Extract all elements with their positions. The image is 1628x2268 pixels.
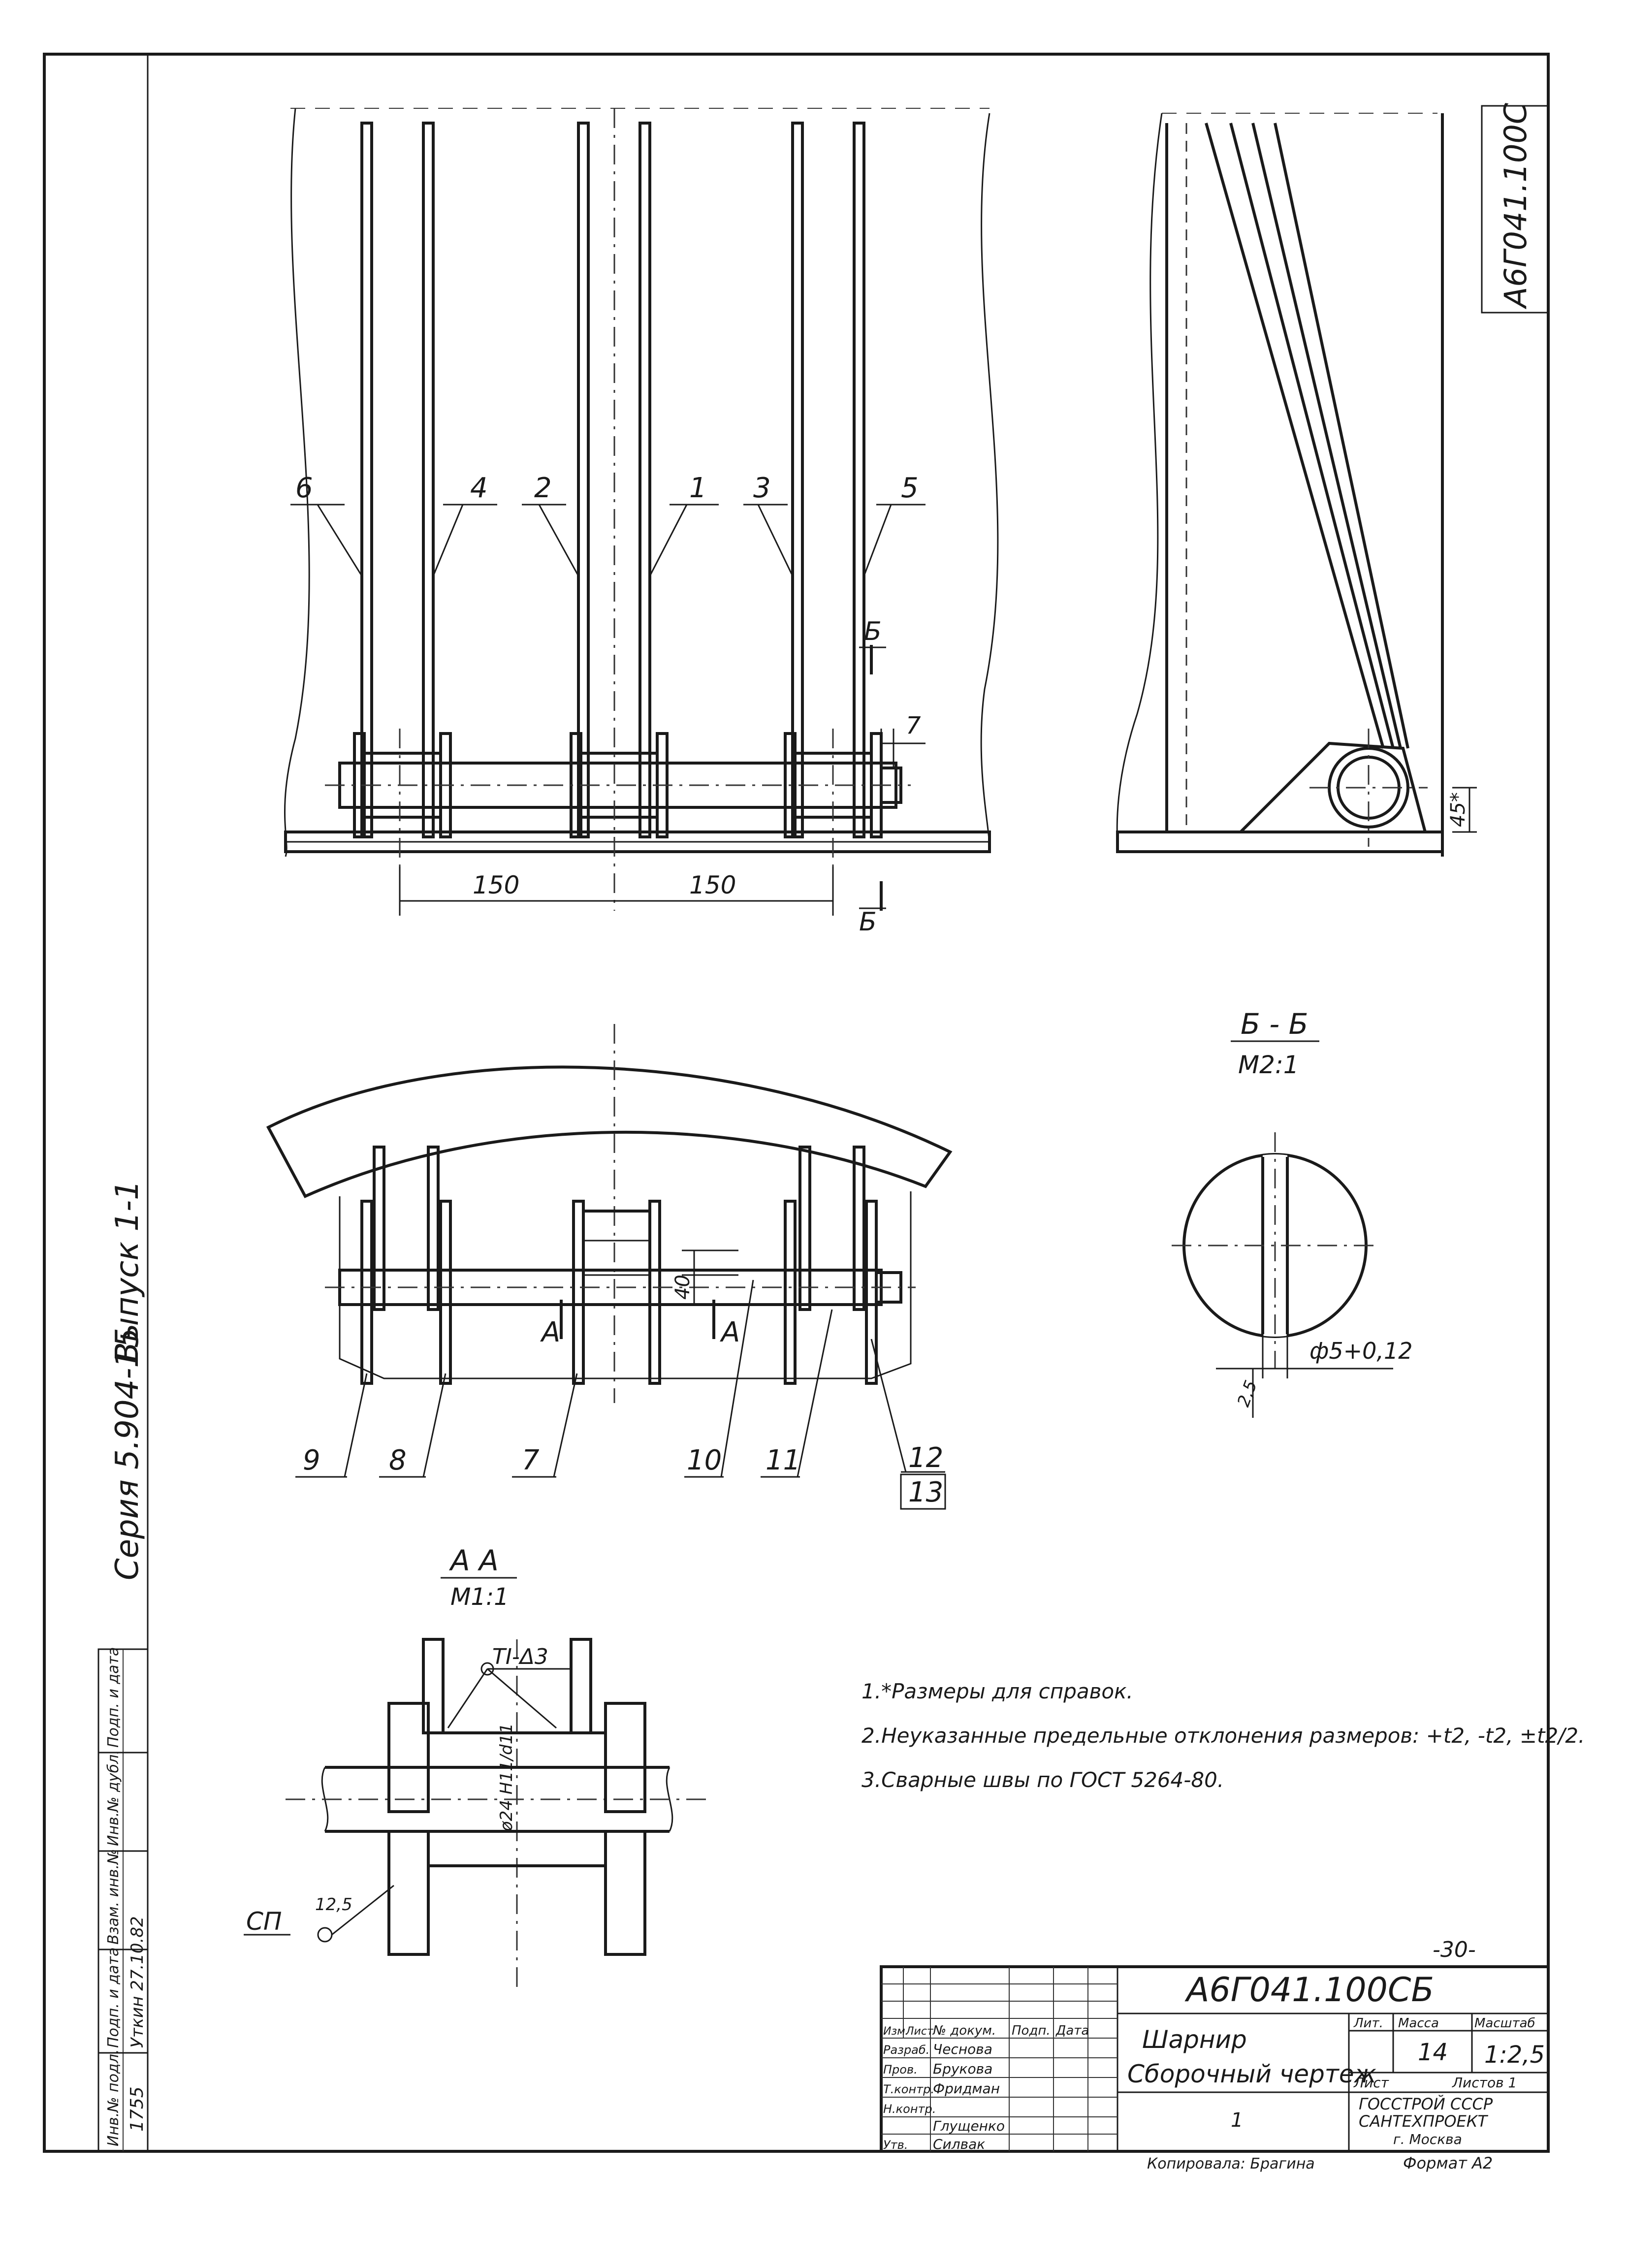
callout-13: 13 [908, 1476, 943, 1508]
tb-col-date: Дата [1055, 2023, 1089, 2038]
section-bb: Б - Б М2:1 ф5+0,12 2,5 [1172, 1007, 1413, 1418]
section-mark-b-top: Б [864, 617, 882, 646]
section-aa: А А М1:1 ТI-Δ3 ø24 H11/d11 СП 12,5 [244, 1544, 709, 1994]
tb-mass-header: Масса [1398, 2016, 1439, 2031]
tb-person-2: Брукова [933, 2061, 992, 2077]
tb-org-2: САНТЕХПРОЕКТ [1359, 2112, 1488, 2131]
callout-4: 4 [470, 472, 488, 504]
section-mark-b-bottom: Б [859, 907, 877, 937]
callout-1: 1 [689, 472, 707, 504]
dim-45: 45* [1447, 792, 1469, 827]
page-number: -30- [1433, 1937, 1476, 1962]
section-mark-a-left: А [540, 1316, 560, 1348]
dim-40: 40 [671, 1275, 694, 1300]
tb-role-2: Пров. [883, 2063, 918, 2076]
callout-10: 10 [687, 1444, 722, 1476]
fit-mark: ø24 H11/d11 [497, 1723, 516, 1832]
stamp-inv-orig: Инв.№ подл. [105, 2049, 122, 2146]
sheet-frame [43, 53, 1550, 2153]
dim-7: 7 [906, 712, 921, 739]
weld-mark: ТI-Δ3 [492, 1644, 548, 1669]
tb-org-1: ГОССТРОЙ СССР [1359, 2095, 1493, 2113]
callout-9: 9 [303, 1444, 320, 1476]
doc-code-vertical: А6Г041.100С [1498, 102, 1533, 310]
tb-mass-value: 14 [1418, 2039, 1448, 2066]
stamp-instead-inv: Взам. инв.№ [105, 1849, 122, 1945]
side-view: 45* [1116, 113, 1477, 857]
tb-material: 1 [1231, 2109, 1243, 2132]
tb-person-3: Фридман [933, 2080, 1000, 2097]
callout-12: 12 [908, 1442, 943, 1474]
tb-sheet: Лист [1353, 2075, 1389, 2091]
callout-8: 8 [389, 1444, 407, 1476]
tb-org-3: г. Москва [1393, 2131, 1462, 2147]
section-aa-scale: М1:1 [450, 1583, 509, 1611]
stamp-sign-value: Уткин 27.10.82 [128, 1916, 147, 2048]
tb-scale-header: Масштаб [1474, 2016, 1535, 2031]
callout-7: 7 [522, 1444, 540, 1476]
tb-role-3: Т.контр. [883, 2082, 934, 2096]
note-2: 2.Неуказанные предельные отклонения разм… [862, 1724, 1585, 1748]
title-block: Изм. Лист № докум. Подп. Дата Разраб. Пр… [880, 1965, 1550, 2153]
tb-person-1: Чеснова [933, 2041, 992, 2057]
tb-person-5: Глущенко [933, 2118, 1005, 2134]
stamp-inv-value: 1755 [127, 2086, 147, 2132]
tb-lit-header: Лит. [1353, 2016, 1383, 2031]
callout-6: 6 [295, 472, 313, 504]
dim-150-right: 150 [689, 871, 736, 899]
side-series: Серия 5.904-15 [109, 1328, 146, 1580]
note-1: 1.*Размеры для справок. [862, 1679, 1133, 1703]
cm-mark: СП [246, 1907, 282, 1936]
stamp-sign-date: Подп. и дата [105, 1647, 122, 1748]
cm-rough: 12,5 [315, 1895, 352, 1915]
section-aa-title: А А [448, 1544, 499, 1577]
callout-2: 2 [534, 472, 552, 504]
stamp-sign: Подп. и дата [105, 1948, 122, 2048]
section-bb-title: Б - Б [1241, 1007, 1308, 1041]
dim-150-left: 150 [473, 871, 519, 899]
tb-designation: А6Г041.100СБ [1184, 1971, 1434, 2010]
front-plates [353, 122, 883, 838]
callout-3: 3 [753, 472, 771, 504]
section-mark-a-right: А [720, 1316, 740, 1348]
note-3: 3.Сварные швы по ГОСТ 5264-80. [862, 1768, 1224, 1792]
side-issue: Выпуск 1-1 [109, 1180, 146, 1364]
tb-name-2: Сборочный чертеж [1127, 2060, 1376, 2088]
callouts-bottom: 9 8 7 10 11 12 13 [295, 1279, 946, 1510]
tb-col-izm: Изм. [883, 2025, 909, 2038]
callouts-top: 6 4 2 1 3 5 [290, 472, 926, 576]
plan-view: 40 А А 9 8 7 10 11 12 13 [266, 1024, 953, 1510]
doc-code-box: А6Г041.100С [1481, 102, 1549, 314]
tb-scale-value: 1:2,5 [1484, 2041, 1545, 2069]
rough-bb: 2,5 [1234, 1378, 1261, 1409]
callout-11: 11 [766, 1444, 800, 1476]
notes: 1.*Размеры для справок. 2.Неуказанные пр… [862, 1679, 1585, 1792]
format: Формат А2 [1403, 2154, 1493, 2172]
stamp-inv-dub: Инв.№ дубл. [105, 1750, 122, 1846]
copied-by: Копировала: Брагина [1147, 2155, 1315, 2172]
tb-col-sign: Подп. [1012, 2023, 1051, 2038]
dim-dia: ф5+0,12 [1309, 1338, 1413, 1364]
callout-5: 5 [901, 472, 919, 504]
tb-sheets: Листов 1 [1452, 2075, 1517, 2091]
tb-role-1: Разраб. [883, 2043, 929, 2057]
section-bb-scale: М2:1 [1238, 1051, 1299, 1079]
tb-col-list: Лист [905, 2025, 934, 2038]
left-stamp: Подп. и дата Инв.№ дубл. Взам. инв.№ Под… [97, 1647, 149, 2152]
tb-person-6: Силвак [933, 2136, 985, 2152]
tb-role-4: Н.контр. [883, 2102, 936, 2116]
tb-col-doc: № докум. [932, 2023, 996, 2038]
tb-name-1: Шарнир [1142, 2025, 1247, 2054]
tb-role-5: Утв. [883, 2138, 908, 2152]
front-view: 6 4 2 1 3 5 Б Б 7 [284, 108, 999, 937]
